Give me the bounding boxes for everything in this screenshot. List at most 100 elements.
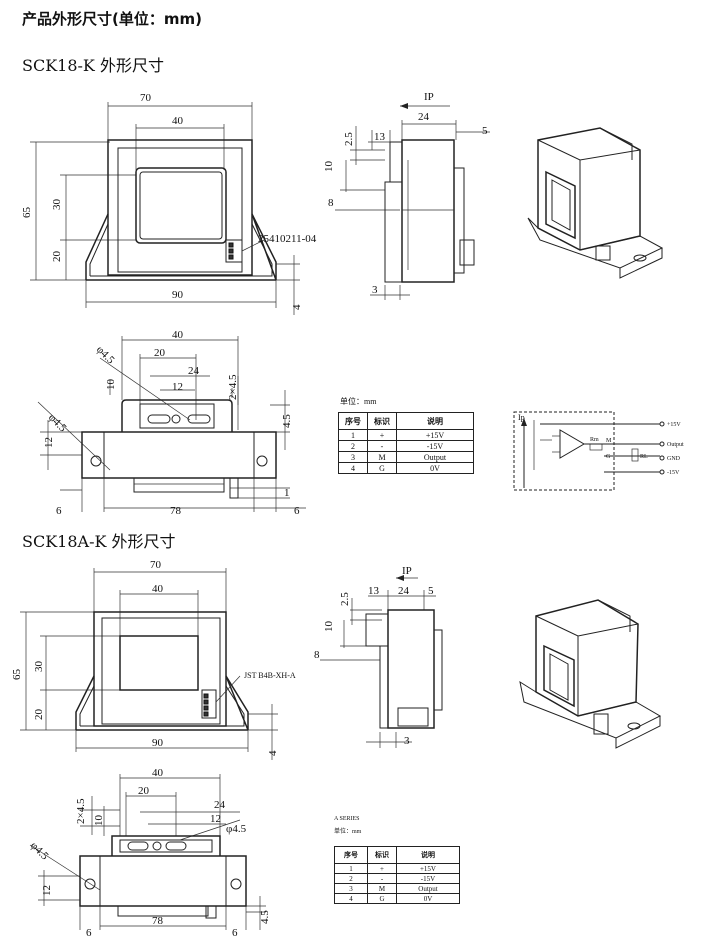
side-ip: IP	[402, 565, 412, 577]
section-title-sck18-k: SCK18-K 外形尺寸	[22, 56, 164, 75]
top-40: 40	[172, 329, 184, 341]
side-8: 8	[314, 649, 320, 661]
table-cell: 1	[334, 863, 368, 874]
table-cell: 4	[334, 893, 368, 904]
circuit-g: G	[606, 454, 611, 460]
side-24: 24	[398, 585, 410, 597]
top-4-5: 4.5	[259, 910, 271, 924]
top-12-left: 12	[43, 437, 55, 448]
dim-4: 4	[291, 304, 303, 310]
dim-90: 90	[172, 289, 184, 301]
top-10: 10	[93, 815, 105, 827]
top-20: 20	[138, 785, 150, 797]
side-13: 13	[374, 131, 386, 143]
section-title-sck18a-k: SCK18A-K 外形尺寸	[22, 532, 176, 551]
side-2-5: 2.5	[339, 592, 351, 606]
top-20: 20	[154, 347, 166, 359]
side-3: 3	[372, 284, 378, 296]
side-8: 8	[328, 197, 334, 209]
circuit-vminus: -15V	[667, 470, 680, 476]
side-ip: IP	[424, 91, 434, 103]
dim-30: 30	[33, 661, 45, 673]
top-24: 24	[214, 799, 226, 811]
top-6-left: 6	[56, 505, 62, 517]
side-10: 10	[323, 621, 335, 633]
dim-90: 90	[152, 737, 164, 749]
connector-label: 25410211-04	[258, 233, 317, 245]
table-cell: G	[367, 893, 397, 904]
circuit-m: M	[606, 438, 612, 444]
top-6-right: 6	[232, 927, 238, 939]
series-label: A SERIES	[334, 816, 360, 822]
dim-65: 65	[21, 207, 33, 219]
table-cell: -15V	[396, 873, 460, 884]
top-40: 40	[152, 767, 164, 779]
top-12: 12	[210, 813, 221, 825]
dim-20: 20	[33, 709, 45, 721]
table-cell: 0V	[396, 893, 460, 904]
table-cell: +	[367, 863, 397, 874]
circuit-ip: Ip	[518, 413, 525, 422]
dim-20: 20	[51, 251, 63, 263]
dim-30: 30	[51, 199, 63, 211]
top-12-left: 12	[41, 885, 53, 896]
table-cell: 3	[334, 883, 368, 894]
side-13: 13	[368, 585, 380, 597]
top-phi-small: φ4.5	[226, 823, 247, 835]
table-row: 2--15V	[334, 873, 460, 884]
dim-40: 40	[172, 115, 184, 127]
side-10: 10	[323, 161, 335, 173]
table-cell: +15V	[396, 863, 460, 874]
top-10: 10	[105, 379, 117, 391]
dim-4: 4	[267, 750, 279, 756]
circuit-output: Output	[667, 442, 684, 448]
table-cell: -	[367, 873, 397, 884]
table-cell: 0V	[396, 462, 474, 474]
table-row: 2--15V	[338, 440, 474, 452]
side-2-5: 2.5	[343, 132, 355, 146]
dim-70: 70	[150, 559, 162, 571]
top-6-right: 6	[294, 505, 300, 517]
unit-label: 单位：mm	[340, 397, 377, 406]
side-24: 24	[418, 111, 430, 123]
top-4-5: 4.5	[281, 414, 293, 428]
table-cell: Output	[396, 883, 460, 894]
unit-label-a: 单位：mm	[334, 829, 362, 835]
table-cell: M	[367, 883, 397, 894]
circuit-rm: Rm	[590, 437, 599, 443]
top-phi-hole: φ4.5	[28, 840, 51, 863]
dim-70: 70	[140, 92, 152, 104]
table-cell: 2	[334, 873, 368, 884]
table-cell: 4	[338, 462, 368, 474]
table-header: 序号	[334, 846, 368, 864]
table-header: 标识	[367, 846, 397, 864]
top-24: 24	[188, 365, 200, 377]
top-2x4-5: 2×4.5	[227, 374, 239, 400]
circuit-gnd: GND	[667, 456, 681, 462]
circuit-rl: RL	[640, 454, 648, 460]
dim-40: 40	[152, 583, 164, 595]
connector-label: JST B4B-XH-A	[244, 671, 296, 680]
circuit-vplus: +15V	[667, 422, 681, 428]
top-78: 78	[152, 915, 164, 927]
side-5: 5	[482, 125, 488, 137]
dim-65: 65	[11, 669, 23, 681]
top-12: 12	[172, 381, 183, 393]
table-row: 1++15V	[334, 863, 460, 874]
page-title: 产品外形尺寸(单位：mm)	[22, 10, 202, 28]
top-2x4-5: 2×4.5	[75, 798, 87, 824]
